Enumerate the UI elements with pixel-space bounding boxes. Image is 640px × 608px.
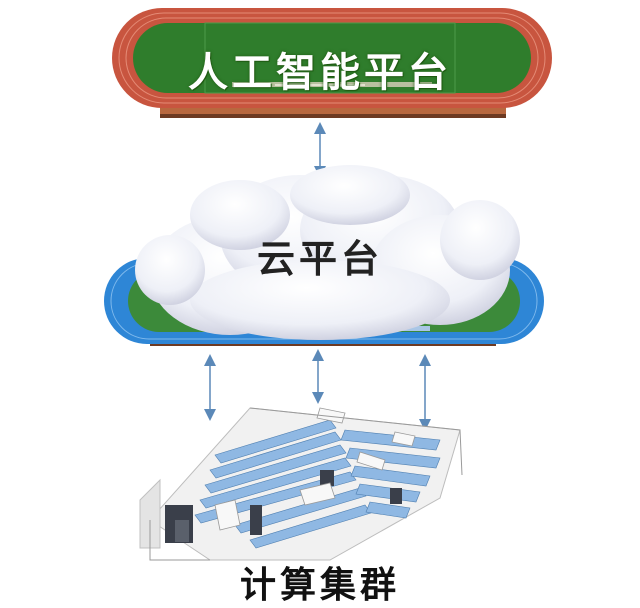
- cloud-platform-label: 云平台: [256, 237, 383, 281]
- dark-equipment: [165, 470, 402, 543]
- cloud-shape: [135, 165, 520, 340]
- ai-field: [133, 23, 531, 93]
- ai-platform-label: 人工智能平台: [188, 50, 452, 96]
- compute-cluster-label: 计算集群: [239, 565, 400, 606]
- ai-platform-stadium: [112, 8, 552, 118]
- compute-cluster-datacenter: [139, 407, 463, 561]
- white-units: [214, 407, 416, 531]
- rack-rows: [194, 419, 441, 549]
